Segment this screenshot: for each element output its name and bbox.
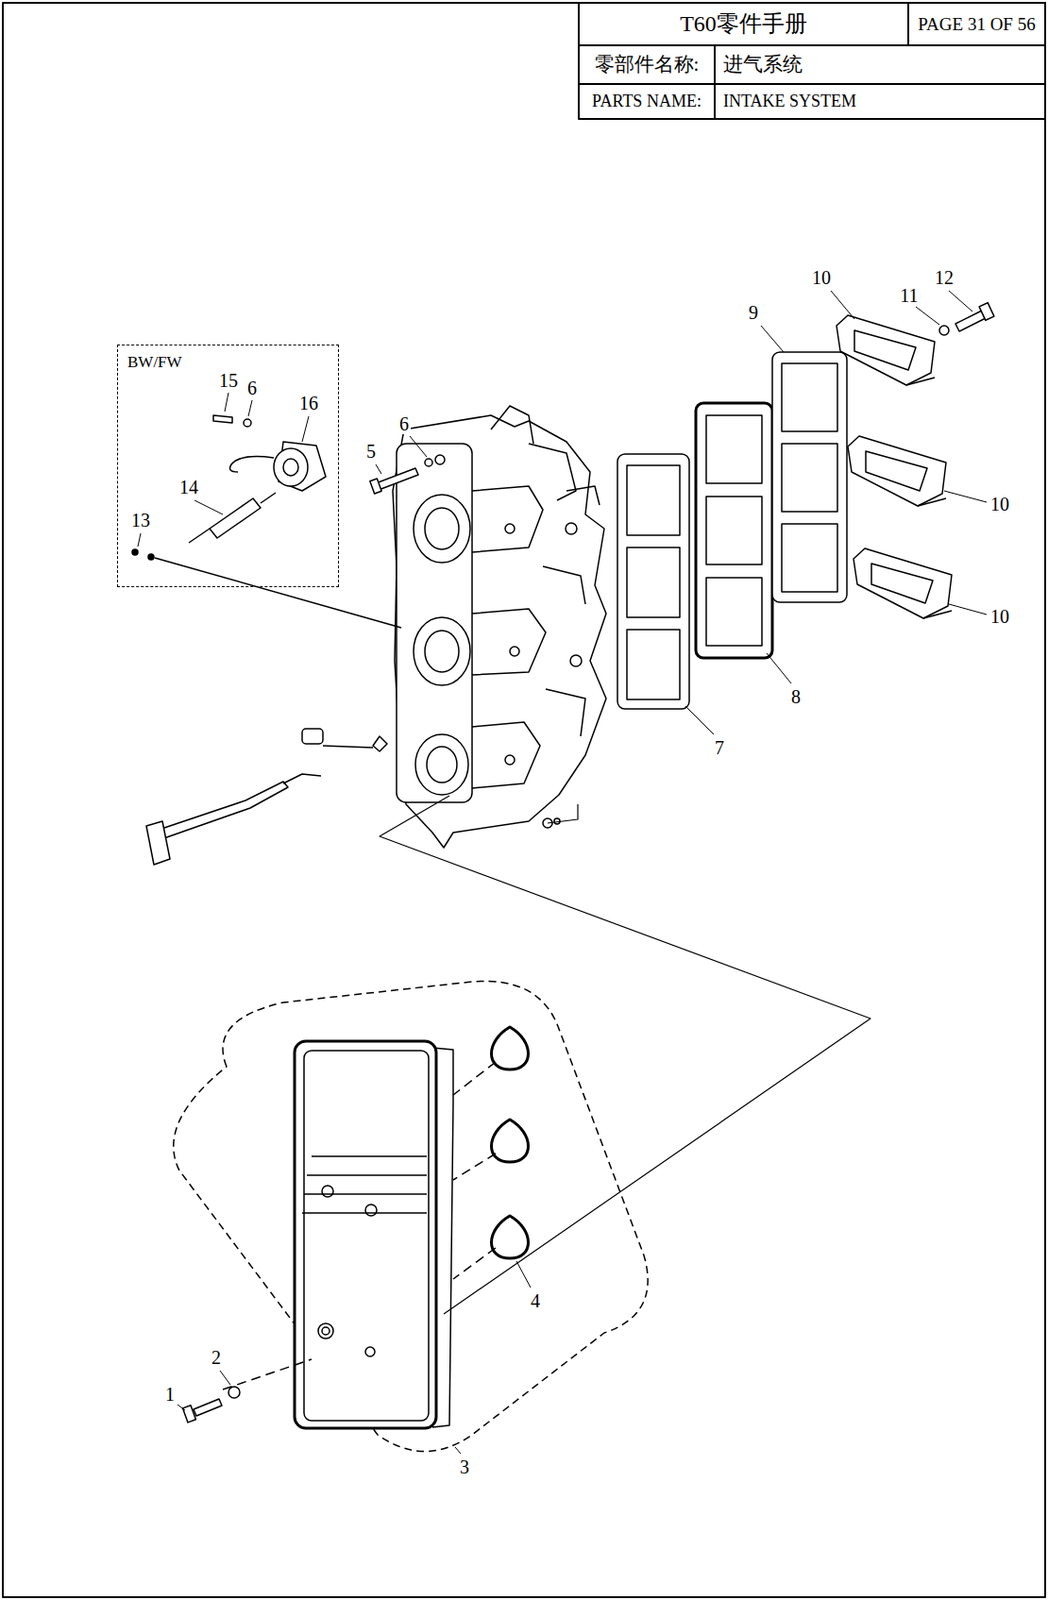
assembly-line [379, 795, 871, 1315]
solenoid-parts [132, 415, 326, 560]
callout-number: 16 [297, 392, 321, 414]
callout-number: 7 [712, 737, 727, 759]
silencer [294, 1041, 454, 1429]
reed-valve [836, 315, 952, 619]
leader-line [154, 557, 402, 628]
callout-number: 10 [988, 606, 1012, 627]
callout-number: 4 [528, 1290, 542, 1312]
callout-number: 5 [364, 440, 378, 462]
screw [183, 1386, 240, 1423]
assembly-line [222, 1062, 496, 1390]
callout-number: 15 [217, 370, 240, 391]
page-cell: PAGE 31 OF 56 [915, 14, 1037, 34]
screw [939, 303, 995, 336]
callout-number: 3 [457, 1456, 472, 1478]
callout-number: 6 [245, 377, 259, 399]
throttle-link [146, 728, 560, 865]
callout-number: 10 [988, 493, 1012, 515]
callout-number: 10 [810, 267, 833, 288]
carburetor-body [392, 405, 607, 848]
leader-line [137, 290, 987, 1454]
callout-number: 11 [897, 285, 920, 306]
field-value: INTAKE SYSTEM [721, 91, 859, 111]
group-label: BW/FW [127, 353, 183, 372]
o-ring [491, 1027, 529, 1259]
field-name: 零部件名称: [592, 53, 702, 76]
callout-number: 12 [932, 267, 956, 288]
title-block [578, 2, 1046, 119]
callout-number: 8 [789, 686, 803, 708]
callout-number: 6 [397, 413, 411, 435]
callout-number: 13 [129, 509, 153, 531]
callout-number: 9 [746, 302, 761, 323]
screw [370, 455, 445, 494]
assembly-outline [173, 980, 648, 1452]
gasket [617, 352, 847, 710]
field-name: PARTS NAME: [590, 91, 704, 111]
title-cell: T60零件手册 [677, 11, 810, 36]
callout-number: 14 [177, 476, 201, 498]
callout-number: 1 [163, 1384, 177, 1405]
callout-number: 2 [209, 1347, 223, 1369]
field-value: 进气系统 [721, 53, 805, 76]
